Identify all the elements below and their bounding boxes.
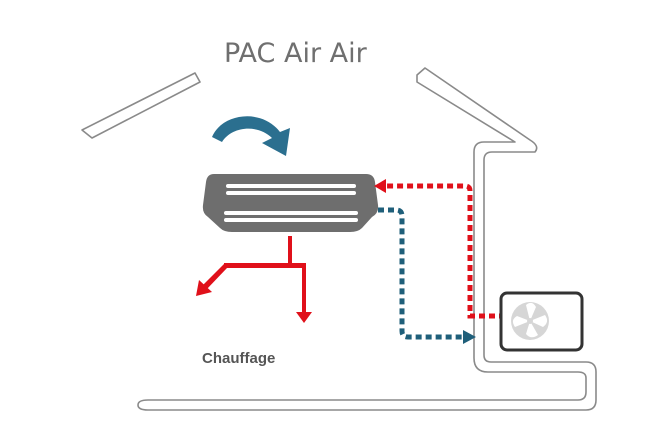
- roof-left: [81, 72, 201, 139]
- indoor-ac-unit-icon: [202, 174, 379, 232]
- heating-label: Chauffage: [202, 350, 275, 367]
- cold-refrigerant-line: [378, 207, 476, 344]
- house-outline: [81, 67, 597, 411]
- roof-right-wall-floor: [137, 67, 597, 411]
- heating-airflow-arrows: [196, 236, 312, 323]
- outdoor-fan-unit-icon: [499, 291, 584, 352]
- hot-refrigerant-line: [374, 179, 505, 319]
- curved-rotation-arrow-icon: [212, 116, 290, 156]
- diagram-title: PAC Air Air: [224, 38, 368, 69]
